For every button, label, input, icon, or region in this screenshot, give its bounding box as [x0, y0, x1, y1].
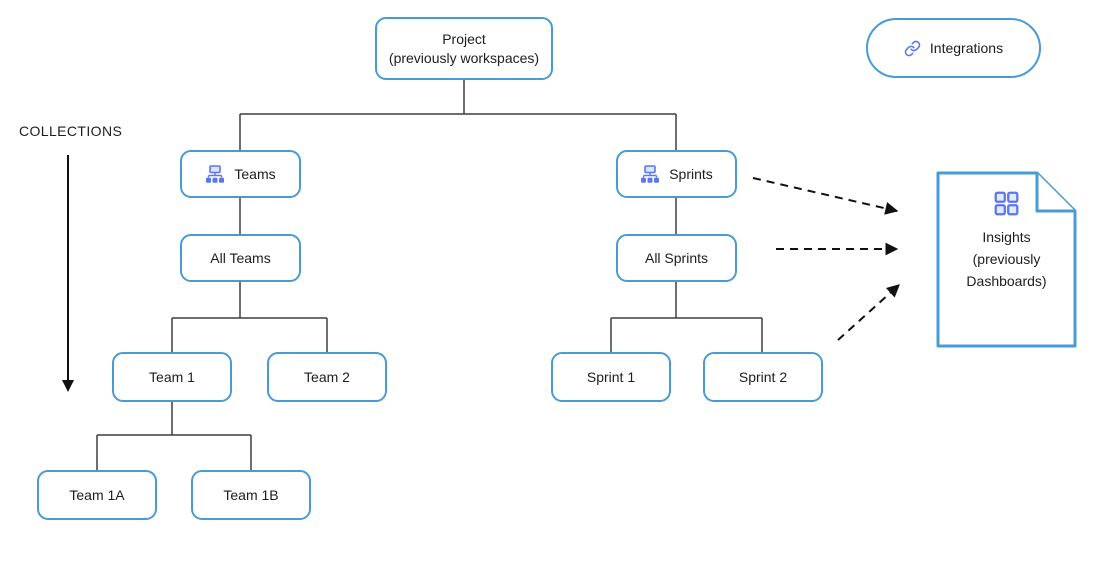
node-team-1b-label: Team 1B — [223, 486, 279, 503]
node-project-label: Project (previously workspaces) — [389, 30, 539, 68]
node-team-1: Team 1 — [112, 352, 232, 402]
edge-project-children — [239, 80, 677, 150]
node-sprints-label: Sprints — [669, 165, 713, 182]
node-insights-line1: Insights — [982, 229, 1031, 245]
document-outline — [936, 171, 1077, 348]
node-sprints: Sprints — [616, 150, 737, 198]
node-teams-label: Teams — [234, 165, 276, 182]
node-all-sprints-label: All Sprints — [644, 249, 709, 266]
node-all-sprints: All Sprints — [616, 234, 737, 282]
node-integrations-label: Integrations — [929, 39, 1004, 56]
dashed-arrow-sprint2-insights — [837, 284, 900, 341]
node-sprint-1: Sprint 1 — [551, 352, 671, 402]
node-project: Project (previously workspaces) — [375, 17, 553, 80]
node-team-1a: Team 1A — [37, 470, 157, 520]
node-all-teams-label: All Teams — [210, 249, 271, 266]
dashed-arrow-sprints-insights — [752, 177, 899, 215]
edge-allteams-children — [171, 282, 328, 352]
node-team-2: Team 2 — [267, 352, 387, 402]
node-team-1-label: Team 1 — [149, 368, 195, 385]
node-insights-line3: Dashboards) — [966, 273, 1047, 289]
node-sprint-2: Sprint 2 — [703, 352, 823, 402]
node-insights-line2: (previously — [972, 251, 1041, 267]
collections-label: COLLECTIONS — [19, 123, 123, 139]
node-team-2-label: Team 2 — [304, 368, 350, 385]
edge-team1-children — [96, 402, 252, 470]
node-insights-content: Insights (previously Dashboards) — [936, 191, 1077, 292]
node-team-1a-label: Team 1A — [69, 486, 125, 503]
node-integrations: Integrations — [866, 18, 1041, 78]
node-project-line2: (previously workspaces) — [388, 49, 540, 66]
edge-allsprints-children — [610, 282, 763, 352]
node-sprint-1-label: Sprint 1 — [586, 368, 636, 385]
link-icon — [904, 40, 921, 57]
collections-arrowhead-icon — [62, 380, 74, 392]
node-sprint-2-label: Sprint 2 — [738, 368, 788, 385]
org-chart-icon — [640, 164, 660, 184]
grid-icon — [994, 191, 1019, 216]
node-team-1b: Team 1B — [191, 470, 311, 520]
node-all-teams: All Teams — [180, 234, 301, 282]
node-teams: Teams — [180, 150, 301, 198]
node-insights: Insights (previously Dashboards) — [936, 171, 1077, 348]
node-project-line1: Project — [442, 30, 486, 47]
org-chart-icon — [205, 164, 225, 184]
